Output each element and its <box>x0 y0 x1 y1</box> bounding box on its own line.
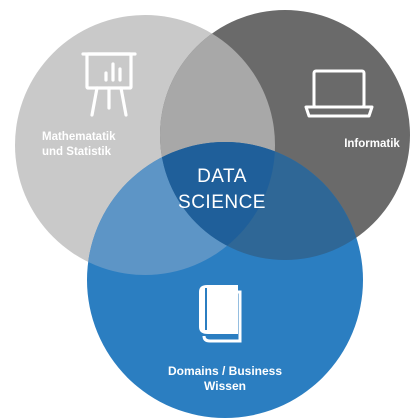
laptop-icon <box>304 69 374 118</box>
presentation-chart-icon <box>81 52 137 117</box>
domain-label-line-2: Wissen <box>204 379 246 393</box>
domain-label: Domains / Business Wissen <box>140 364 310 394</box>
math-label-line-2: und Statistik <box>42 146 112 158</box>
overlap-informatik-domain <box>160 142 363 260</box>
overlap-math-domain <box>87 142 275 275</box>
data-science-label-line-2: SCIENCE <box>178 192 266 213</box>
math-label: Mathematatik und Statistik <box>30 130 152 160</box>
data-science-label-line-1: DATA <box>197 166 247 187</box>
book-icon <box>199 285 242 343</box>
data-science-label: DATA SCIENCE <box>154 164 290 216</box>
informatik-label-line-1: Informatik <box>344 138 400 150</box>
informatik-label: Informatik <box>332 137 412 152</box>
math-label-line-1: Mathematatik <box>42 131 116 143</box>
domain-label-line-1: Domains / Business <box>167 364 283 378</box>
